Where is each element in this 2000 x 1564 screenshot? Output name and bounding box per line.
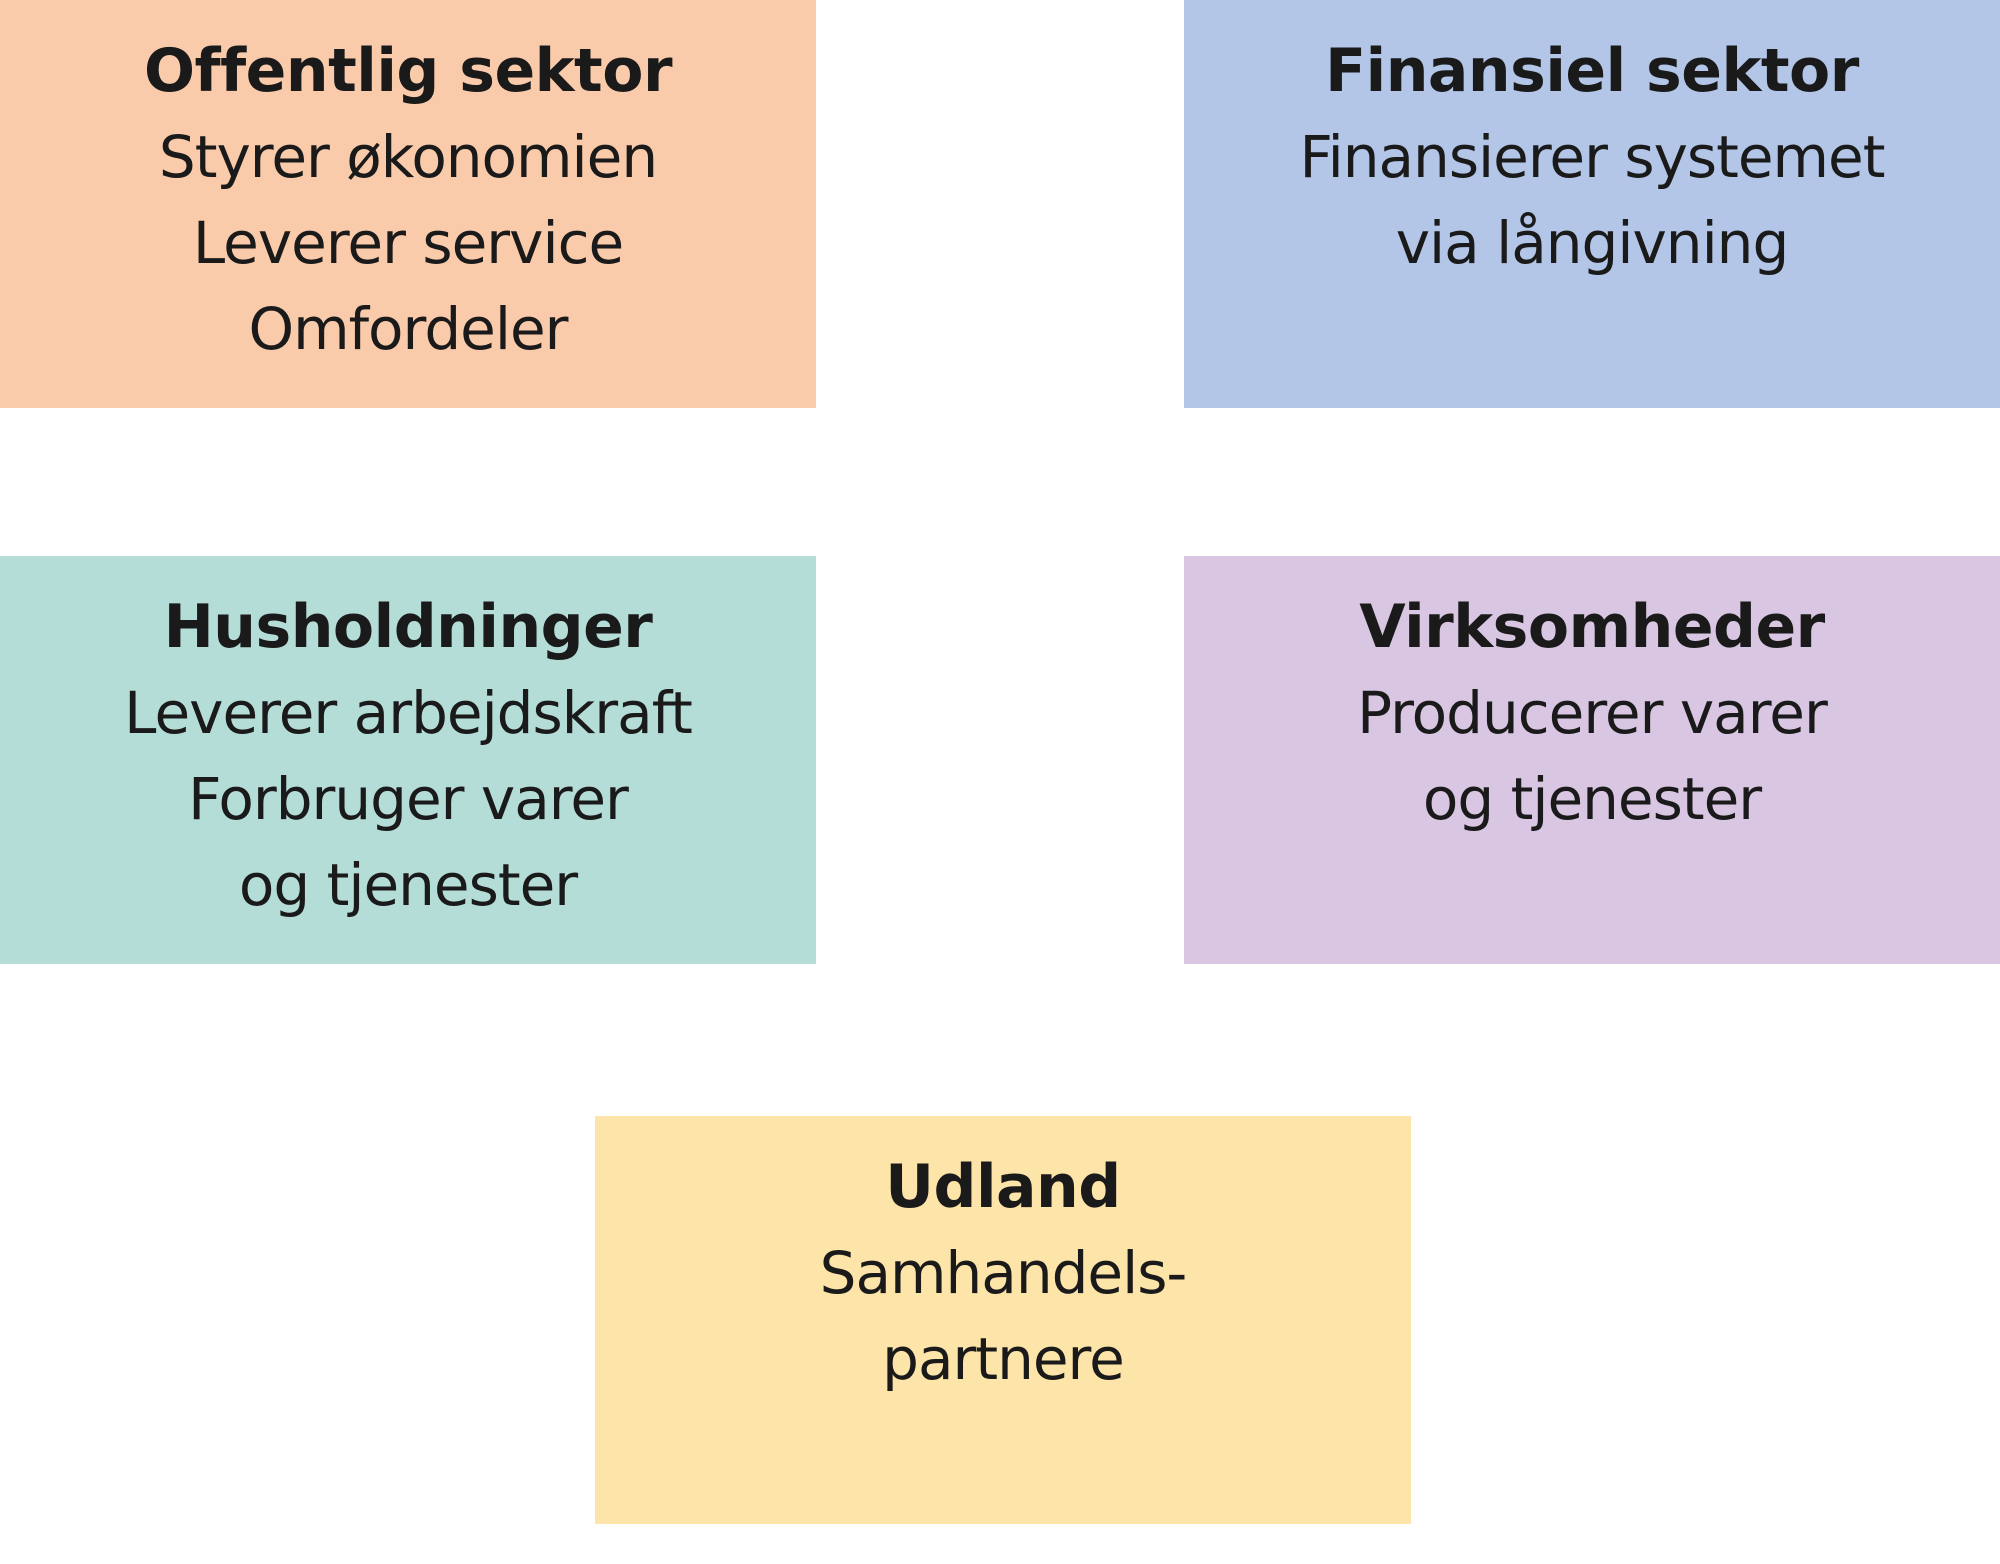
sector-box-udland: Udland Samhandels- partnere	[595, 1116, 1411, 1524]
sector-description-line: Styrer økonomien	[158, 123, 658, 191]
sector-description-line: Omfordeler	[248, 295, 568, 363]
sector-description-line: via långivning	[1395, 209, 1790, 277]
sector-title: Offentlig sektor	[143, 36, 673, 106]
sector-description-line: Producerer varer	[1357, 679, 1828, 747]
sector-description-line: Samhandels-	[819, 1239, 1188, 1307]
sector-description-line: partnere	[882, 1325, 1125, 1393]
sector-box-virksomheder: Virksomheder Producerer varer og tjenest…	[1184, 556, 2000, 964]
sector-description-line: og tjenester	[1422, 765, 1762, 833]
sector-description-line: Forbruger varer	[188, 765, 629, 833]
sector-title: Finansiel sektor	[1325, 36, 1859, 106]
sector-description-line: og tjenester	[238, 851, 578, 919]
sector-box-husholdninger: Husholdninger Leverer arbejdskraft Forbr…	[0, 556, 816, 964]
sector-title: Virksomheder	[1359, 592, 1825, 662]
sector-box-finansiel-sektor: Finansiel sektor Finansierer systemet vi…	[1184, 0, 2000, 408]
sector-description-line: Finansierer systemet	[1299, 123, 1886, 191]
sector-title: Husholdninger	[163, 592, 653, 662]
sector-box-offentlig-sektor: Offentlig sektor Styrer økonomien Levere…	[0, 0, 816, 408]
sector-description-line: Leverer service	[192, 209, 624, 277]
sector-description-line: Leverer arbejdskraft	[124, 679, 693, 747]
sector-title: Udland	[885, 1152, 1121, 1222]
